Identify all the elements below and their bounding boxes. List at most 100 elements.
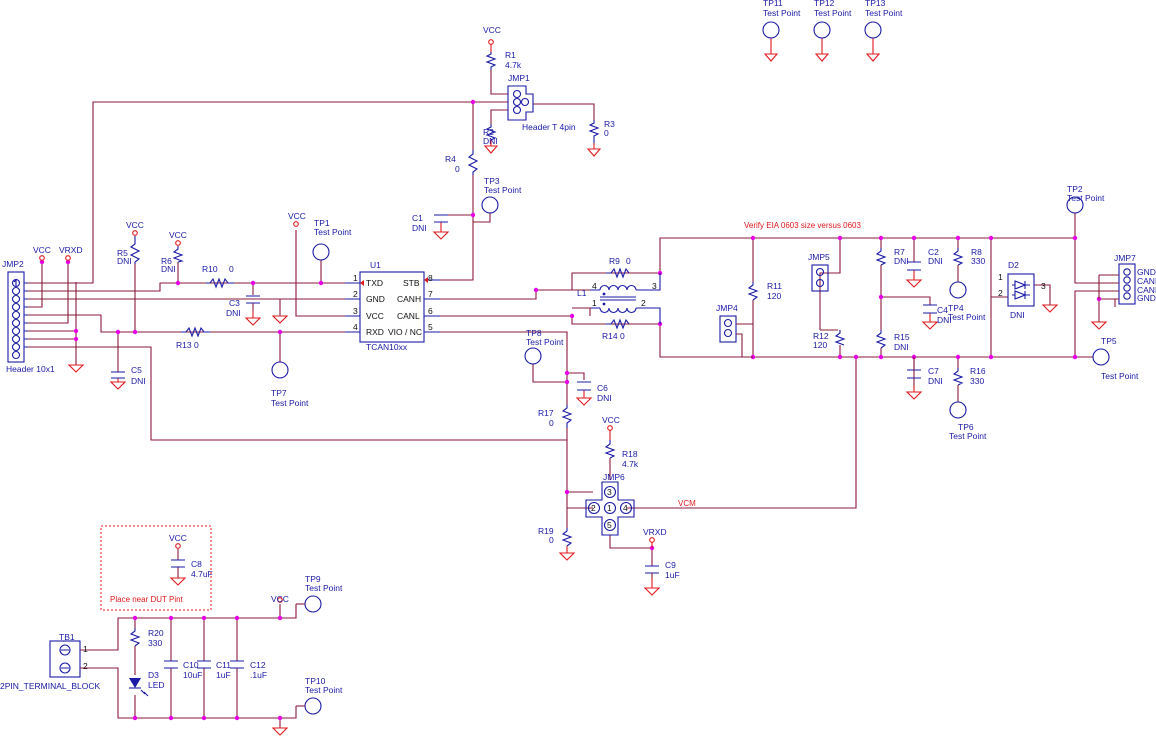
tp5-ref: TP5 <box>1101 336 1117 346</box>
vcc-label: VCC <box>169 533 187 543</box>
resistor-r19 <box>561 528 573 547</box>
u1-pin-stb: STB <box>403 278 420 288</box>
ground-symbol <box>814 53 830 62</box>
diode-d2 <box>1007 273 1035 307</box>
r7-value: DNI <box>894 256 909 266</box>
resistor-r8 <box>952 248 964 266</box>
tp10-desc: Test Point <box>305 685 343 695</box>
tb1-pin-num: 1 <box>83 644 88 654</box>
resistor-r12 <box>834 330 846 346</box>
choke-l1 <box>572 273 661 324</box>
jmp6-ref: JMP6 <box>603 472 625 482</box>
resistor-r3 <box>588 120 600 143</box>
vcc-label: VCC <box>271 594 289 604</box>
header-jmp2 <box>7 271 28 363</box>
ground-symbol <box>643 587 661 596</box>
u1-pin-num: 5 <box>428 322 433 332</box>
jmp6-pin-num: 4 <box>623 503 628 513</box>
vcc-label: VCC <box>33 245 51 255</box>
r11-ref: R11 <box>767 281 782 291</box>
test-point-tp9 <box>304 595 322 613</box>
r9-value: 0 <box>626 256 631 266</box>
c5-value: DNI <box>131 376 146 386</box>
u1-pin-txd: TXD <box>366 278 383 288</box>
test-point-tp1 <box>312 243 330 261</box>
resistor-r4 <box>467 150 479 175</box>
c9-value: 1uF <box>665 570 680 580</box>
ground-symbol <box>921 321 939 330</box>
tp3-ref: TP3 <box>484 176 500 186</box>
jmp6-pin-num: 5 <box>607 520 612 530</box>
capacitor-c9 <box>645 565 659 574</box>
r4-ref: R4 <box>445 154 456 164</box>
r4-value: 0 <box>455 164 460 174</box>
tp1-ref: TP1 <box>314 218 330 228</box>
c1-ref: C1 <box>412 213 423 223</box>
tp3-desc: Test Point <box>484 185 522 195</box>
resistor-r16 <box>952 368 964 386</box>
l1-pin-num: 1 <box>592 298 597 308</box>
u1-ref: U1 <box>370 260 381 270</box>
u1-pin-canl: CANL <box>397 311 420 321</box>
tp11-desc: Test Point <box>763 8 801 18</box>
tp6-ref: TP6 <box>958 422 974 432</box>
c10-value: 10uF <box>183 670 202 680</box>
test-point-tp12 <box>813 21 831 39</box>
test-point-tp8 <box>524 347 542 365</box>
test-point-tp11 <box>762 21 780 39</box>
c2-value: DNI <box>928 256 943 266</box>
r20-value: 330 <box>148 638 162 648</box>
c12-ref: C12 <box>250 660 266 670</box>
ground-symbol <box>1041 304 1059 313</box>
tp2-ref: TP2 <box>1067 184 1083 194</box>
jmp1-ref: JMP1 <box>508 73 530 83</box>
wires <box>28 70 1116 728</box>
u1-pin-rxd: RXD <box>366 327 384 337</box>
resistor-r18 <box>604 440 616 459</box>
r3-value: 0 <box>604 128 609 138</box>
r10-value: 0 <box>229 264 234 274</box>
ground-symbol <box>865 53 881 62</box>
tp10-ref: TP10 <box>305 676 326 686</box>
tb1-ref: TB1 <box>59 632 75 642</box>
ground-symbol <box>109 381 127 390</box>
tb1-name: 2PIN_TERMINAL_BLOCK <box>0 681 100 691</box>
jmp7-ref: JMP7 <box>1114 253 1136 263</box>
ground-symbol <box>763 53 779 62</box>
r11-value: 120 <box>767 291 781 301</box>
capacitor-c1 <box>434 214 448 223</box>
tp5-desc: Test Point <box>1101 371 1139 381</box>
r15-ref: R15 <box>894 332 910 342</box>
tp4-desc: Test Point <box>948 312 986 322</box>
jmp7-pin-gnd: GND <box>1137 293 1156 303</box>
c3-ref: C3 <box>229 298 240 308</box>
tp1-desc: Test Point <box>314 227 352 237</box>
ground-symbols <box>67 38 1108 736</box>
r2-value: DNI <box>483 136 498 146</box>
r18-value: 4.7k <box>622 459 639 469</box>
d2-pin-num: 1 <box>998 272 1003 282</box>
ground-symbol <box>1090 321 1108 330</box>
capacitor-c2 <box>907 261 921 271</box>
ground-symbol <box>244 317 262 326</box>
c7-ref: C7 <box>928 366 939 376</box>
d3-value: LED <box>148 680 165 690</box>
resistors <box>129 52 964 647</box>
header-jmp4 <box>719 315 753 358</box>
jmp6-pin-num: 1 <box>607 503 612 513</box>
placement-note-box <box>100 525 212 611</box>
test-point-tp6 <box>949 401 967 419</box>
r20-ref: R20 <box>148 628 164 638</box>
l1-pin-num: 4 <box>592 281 597 291</box>
tb1-pin-num: 2 <box>83 661 88 671</box>
u1-pin-num: 7 <box>428 289 433 299</box>
c11-ref: C11 <box>216 660 231 670</box>
tp12-ref: TP12 <box>814 0 835 8</box>
test-point-tp5 <box>1092 348 1110 366</box>
test-point-tp10 <box>304 697 322 715</box>
resistor-r2 <box>485 124 497 141</box>
tp9-ref: TP9 <box>305 574 321 584</box>
tp8-desc: Test Point <box>526 337 564 347</box>
u1-pin-vio: VIO / NC <box>388 327 422 337</box>
